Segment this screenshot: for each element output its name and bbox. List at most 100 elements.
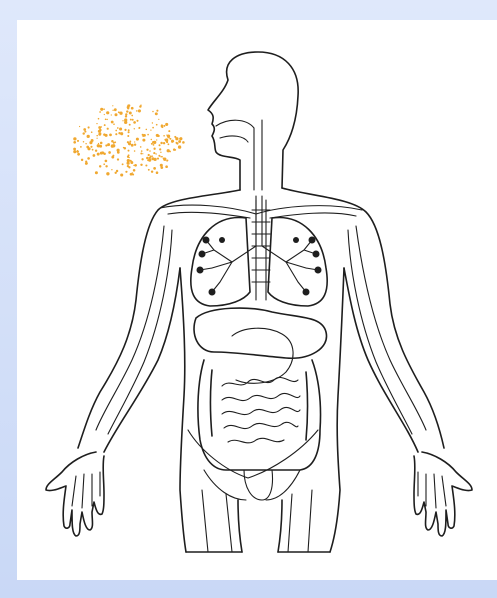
particle-dot (107, 128, 109, 130)
particle-dot (127, 135, 129, 137)
particle-dot (96, 135, 98, 137)
particle-dot (156, 134, 159, 137)
particle-dot (156, 110, 158, 112)
particle-dot (106, 172, 109, 175)
particle-dot (97, 144, 100, 147)
particle-dot (177, 143, 178, 144)
particle-dot (153, 152, 155, 154)
particle-dot (113, 123, 115, 125)
particle-dot (159, 144, 161, 146)
particle-dot (96, 138, 97, 139)
particle-dot (114, 108, 117, 111)
particle-dot (85, 161, 87, 163)
right-hand-icon (414, 452, 472, 536)
particle-dot (95, 150, 97, 152)
particle-dot (130, 173, 133, 176)
particle-dot (136, 138, 139, 141)
particle-dot (73, 141, 76, 144)
particle-dot (97, 153, 100, 156)
particle-dot (156, 124, 158, 126)
particle-dot (161, 124, 163, 126)
particle-dot (115, 113, 118, 116)
particle-dot (150, 155, 152, 157)
particle-dot (156, 171, 159, 174)
particle-dot (175, 137, 178, 140)
particle-dot (128, 150, 130, 152)
bronchi-left (197, 237, 233, 296)
particle-dot (147, 159, 149, 161)
particle-dot (103, 108, 105, 110)
particle-dot (105, 144, 107, 146)
particle-dot (117, 127, 119, 129)
particle-dot (105, 134, 108, 137)
particle-dot (131, 162, 133, 164)
particle-dot (80, 146, 82, 148)
particle-dot (127, 141, 129, 143)
particle-dot (140, 146, 142, 148)
particle-dot (86, 146, 89, 149)
particle-dot (132, 119, 134, 121)
particle-dot (98, 118, 100, 120)
particle-dot (145, 164, 147, 166)
particle-dot (100, 108, 103, 111)
particle-dot (151, 139, 152, 140)
particle-dot (152, 111, 154, 113)
particle-dot (140, 104, 141, 105)
particle-dot (124, 118, 127, 121)
particle-dot (163, 158, 166, 161)
particle-dot (153, 167, 156, 170)
particle-dot (146, 149, 148, 151)
particle-dot (115, 133, 117, 135)
particle-dot (81, 159, 83, 161)
particle-dot (129, 141, 131, 143)
particle-dot (160, 166, 163, 169)
particle-dot (115, 130, 117, 132)
particle-dot (90, 146, 92, 148)
particle-dot (157, 158, 159, 160)
particle-dot (126, 162, 129, 165)
particle-dot (99, 165, 101, 167)
particle-dot (127, 165, 129, 167)
particle-dot (134, 128, 135, 129)
particle-dot (98, 130, 101, 133)
particle-dot (136, 120, 138, 122)
particle-dot (124, 129, 126, 131)
particle-dot (141, 158, 143, 160)
bronchi-right (286, 237, 322, 296)
particle-dot (169, 138, 171, 140)
particle-dot (127, 104, 130, 107)
particle-dot (163, 142, 165, 144)
particle-dot (100, 133, 102, 135)
particle-dot (83, 141, 85, 143)
particle-dot (100, 152, 103, 155)
particle-dot (120, 173, 123, 176)
particle-dot (113, 142, 114, 143)
particle-dot (83, 128, 86, 131)
particle-dot (152, 122, 153, 123)
particle-dot (182, 141, 185, 144)
particle-dot (138, 127, 140, 129)
particle-dot (129, 124, 131, 126)
particle-dot (88, 126, 90, 128)
particle-dot (140, 153, 142, 155)
particle-dot (128, 131, 130, 133)
particle-dot (87, 157, 90, 160)
particle-dot (112, 105, 113, 106)
particle-dot (165, 138, 168, 141)
particle-dot (79, 126, 80, 127)
particle-dot (111, 121, 114, 124)
particle-dot (98, 126, 101, 129)
particle-dot (105, 165, 107, 167)
particle-dot (91, 131, 93, 133)
left-hand-icon (46, 452, 104, 536)
particle-dot (109, 134, 112, 137)
particle-dot (123, 147, 124, 148)
particle-dot (163, 135, 165, 137)
particle-dot (150, 129, 151, 130)
particle-dot (126, 110, 128, 112)
particle-dot (120, 132, 123, 135)
particle-dot (130, 119, 132, 121)
particle-dot (73, 148, 76, 151)
particle-dot (142, 139, 145, 142)
particle-dot (77, 140, 79, 142)
